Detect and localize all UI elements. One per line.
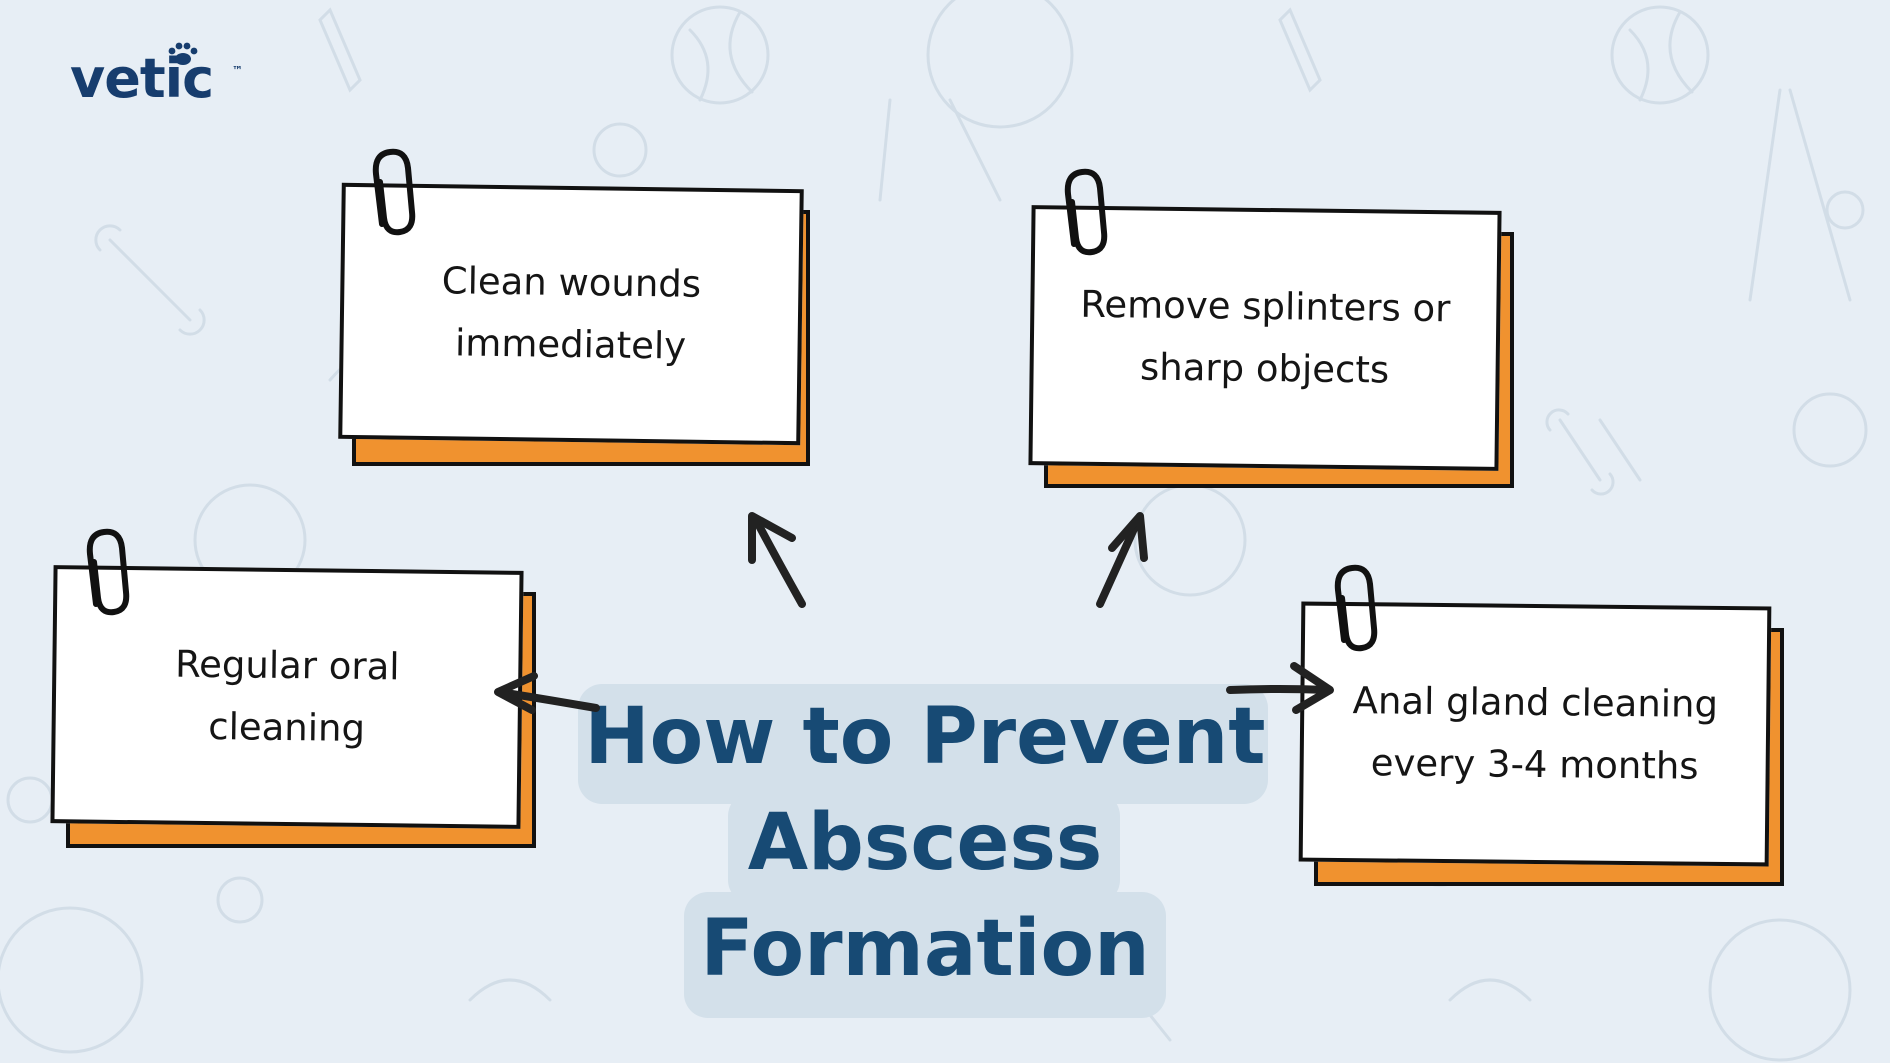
card-line: Remove splinters or (1080, 282, 1451, 331)
paperclip-icon (1064, 168, 1108, 256)
card-clean-wounds: Clean wounds immediately (338, 182, 810, 466)
card-line: every 3-4 months (1370, 741, 1699, 788)
card-anal-gland-cleaning: Anal gland cleaning every 3-4 months (1298, 601, 1784, 886)
card-line: sharp objects (1139, 345, 1390, 392)
title-line: Formation (700, 904, 1150, 994)
page-title: How to Prevent Abscess Formation (560, 684, 1290, 1002)
card-line: Anal gland cleaning (1352, 679, 1719, 726)
card-text: Remove splinters or sharp objects (1079, 274, 1451, 403)
title-background (578, 684, 1268, 804)
title-line: How to Prevent (584, 692, 1266, 782)
paw-icon (168, 42, 198, 65)
title-background (684, 892, 1166, 1018)
card-line: Clean wounds (441, 259, 702, 306)
title-background (728, 792, 1120, 904)
paperclip-icon (372, 148, 416, 236)
card-line: cleaning (207, 705, 366, 750)
card-oral-cleaning: Regular oral cleaning (50, 565, 536, 848)
card-line: Regular oral (174, 642, 400, 689)
paperclip-icon (1334, 564, 1378, 652)
card-text: Clean wounds immediately (440, 250, 701, 378)
card-text: Anal gland cleaning every 3-4 months (1352, 670, 1719, 798)
card-line: immediately (454, 321, 687, 368)
paperclip-icon (86, 528, 130, 616)
card-remove-splinters: Remove splinters or sharp objects (1028, 205, 1514, 488)
card-text: Regular oral cleaning (174, 634, 400, 761)
title-line: Abscess (747, 798, 1103, 888)
trademark-symbol: ™ (232, 64, 243, 77)
